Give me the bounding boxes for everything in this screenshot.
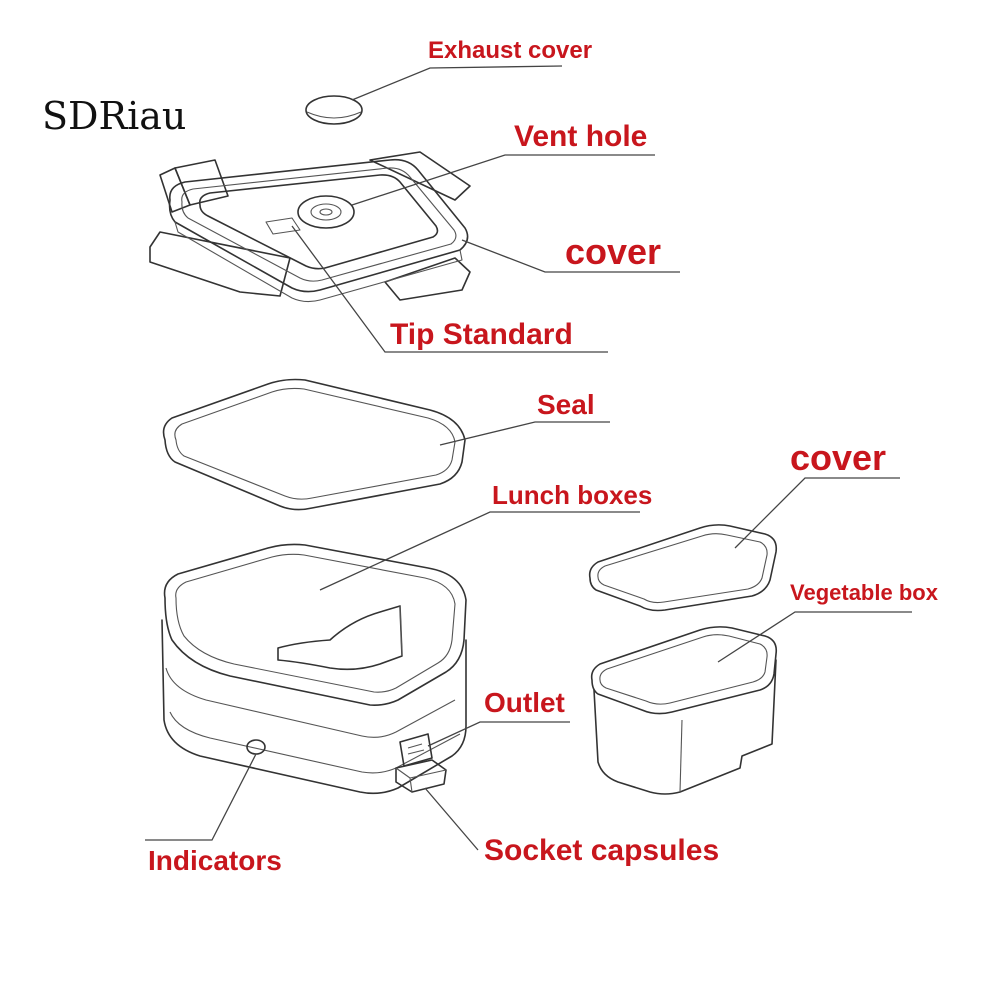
label-vent-hole: Vent hole — [514, 120, 647, 153]
leader-cover-small — [734, 477, 900, 549]
label-indicators: Indicators — [148, 845, 282, 876]
leader-socket-capsules — [424, 787, 479, 851]
label-tip-standard: Tip Standard — [390, 318, 573, 351]
brand-logo: SDRiau — [42, 94, 186, 138]
small-cover-part — [588, 524, 778, 612]
label-cover-top: cover — [565, 231, 661, 272]
leader-outlet — [427, 721, 570, 747]
leader-lunch-boxes — [319, 511, 640, 591]
lunch-box-part — [161, 543, 467, 795]
label-seal: Seal — [537, 389, 595, 420]
vegetable-box-part — [590, 626, 778, 795]
leader-indicators — [145, 753, 257, 841]
label-socket-capsules: Socket capsules — [484, 834, 719, 867]
leader-vegetable-box — [717, 611, 912, 663]
exhaust-cover-part — [305, 95, 363, 125]
leader-seal — [439, 421, 610, 446]
label-exhaust-cover: Exhaust cover — [428, 37, 592, 64]
leader-exhaust-cover — [351, 65, 563, 101]
leader-lines — [145, 65, 912, 851]
label-cover-small: cover — [790, 437, 886, 478]
label-outlet: Outlet — [484, 687, 565, 718]
label-lunch-boxes: Lunch boxes — [492, 480, 652, 510]
top-cover-part — [149, 151, 471, 303]
leader-cover-top — [461, 239, 680, 273]
label-vegetable-box: Vegetable box — [790, 580, 939, 605]
seal-part — [162, 378, 466, 511]
leader-vent-hole — [351, 154, 655, 206]
leader-tip-standard — [291, 225, 608, 353]
